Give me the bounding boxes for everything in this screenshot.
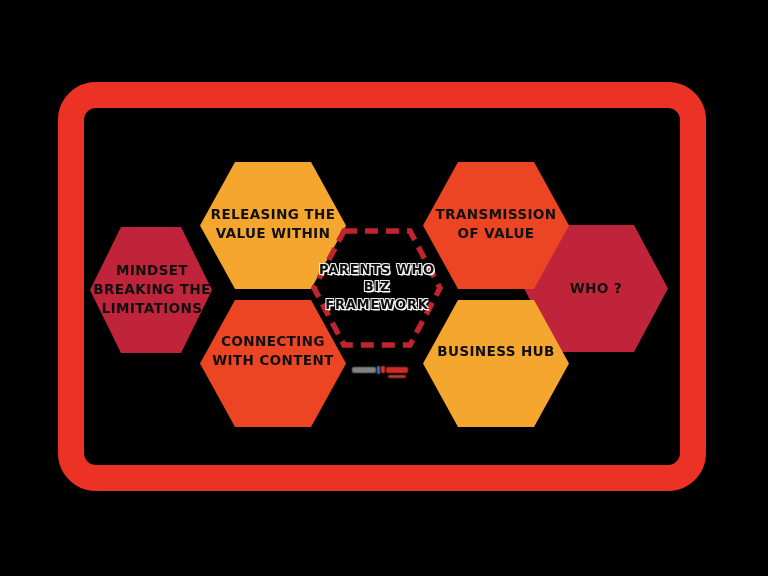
label-releasing-value: RELEASING THE VALUE WITHIN	[202, 165, 344, 285]
hexagon-releasing-value	[200, 162, 346, 289]
watermark-emblem-icon	[377, 365, 380, 374]
label-line: OF VALUE	[457, 226, 535, 242]
label-mindset: MINDSET BREAKING THE LIMITATIONS	[92, 230, 212, 350]
brand-watermark	[352, 363, 414, 381]
border-frame	[58, 82, 706, 491]
hexagon-mindset	[90, 227, 212, 353]
label-connecting-content: CONNECTING WITH CONTENT	[202, 292, 344, 412]
center-title-line: FRAMEWORK	[325, 297, 429, 313]
label-line: BREAKING THE	[93, 281, 211, 298]
hexagon-transmission-value	[423, 162, 569, 289]
label-line: TRANSMISSION	[435, 207, 557, 223]
label-line: BUSINESS HUB	[437, 343, 555, 360]
watermark-emblem-icon	[381, 366, 385, 373]
hexagon-connecting-content	[200, 300, 346, 427]
hexagon-business-hub	[423, 300, 569, 427]
center-title-line: BIZ	[363, 280, 391, 296]
hexagon-who	[524, 225, 668, 352]
hexagon-center-dashed	[310, 228, 444, 348]
label-line: RELEASING THE	[210, 207, 336, 223]
watermark-tagline	[388, 375, 406, 378]
label-line: CONNECTING	[221, 334, 325, 350]
watermark-wordmark-left	[352, 366, 376, 373]
label-line: WHO ?	[569, 280, 623, 297]
label-business-hub: BUSINESS HUB	[425, 292, 567, 412]
label-line: LIMITATIONS	[101, 300, 203, 317]
label-transmission-value: TRANSMISSION OF VALUE	[425, 165, 567, 285]
watermark-wordmark-right	[386, 366, 408, 373]
label-line: VALUE WITHIN	[215, 226, 331, 242]
label-line: WITH CONTENT	[212, 353, 334, 369]
label-line: MINDSET	[116, 262, 188, 279]
label-who: WHO ?	[524, 228, 668, 350]
center-title-line: PARENTS WHO	[319, 262, 435, 278]
center-title: PARENTS WHO BIZ FRAMEWORK	[313, 234, 441, 342]
